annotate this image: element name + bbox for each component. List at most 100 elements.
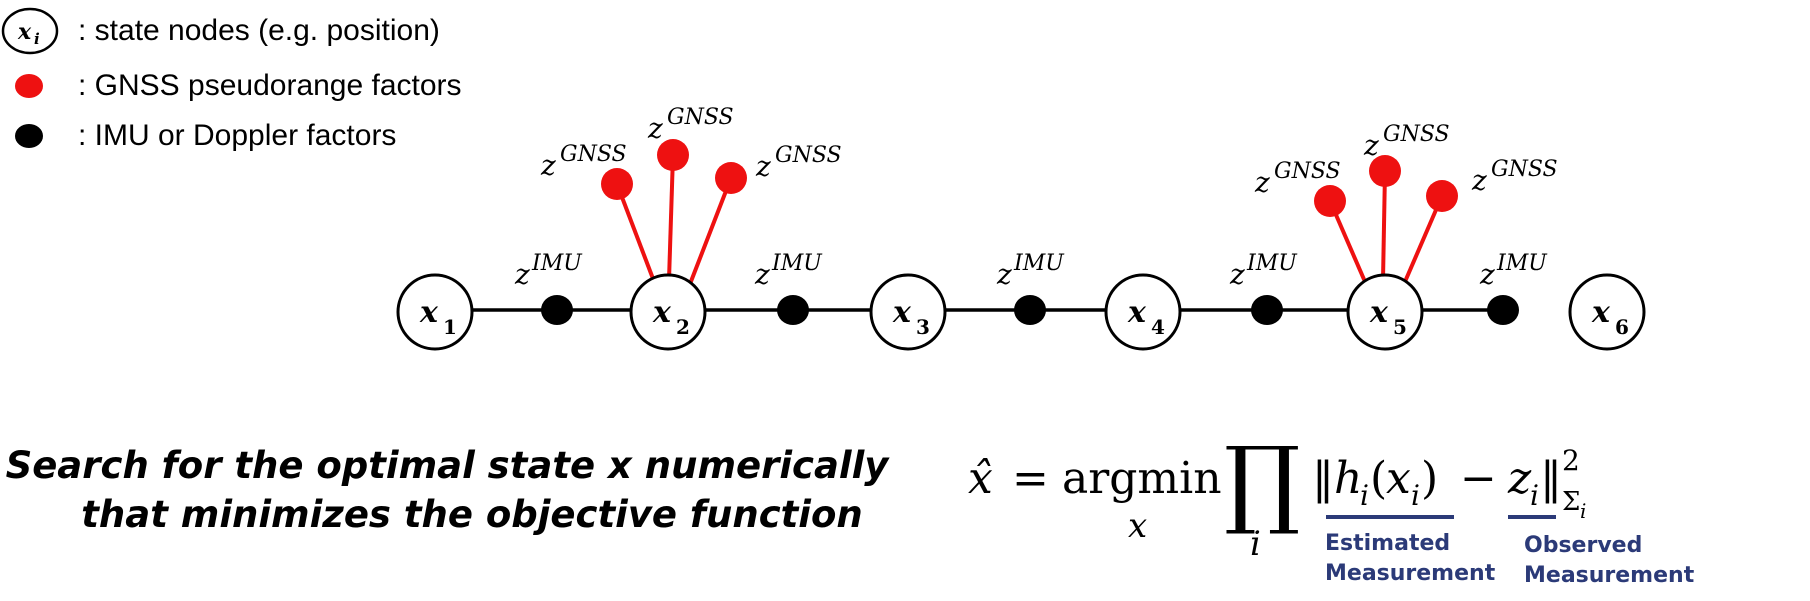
legend-gnss: : GNSS pseudorange factors [15, 69, 462, 102]
z-superscript: IMU [771, 251, 823, 276]
imu-label: z IMU [996, 251, 1065, 291]
gnss-factor-dot [657, 139, 689, 171]
eq-norm-close: ‖ [1540, 453, 1562, 504]
state-node-subscript: 2 [676, 315, 690, 339]
gnss-label: z GNSS [647, 105, 734, 145]
legend-state-text: : state nodes (e.g. position) [78, 14, 440, 47]
z-symbol: z [754, 258, 770, 291]
z-superscript: IMU [531, 251, 583, 276]
legend-imu-text: : IMU or Doppler factors [78, 119, 396, 152]
eq-x: x [1386, 453, 1411, 504]
state-node-subscript: 3 [916, 315, 930, 339]
state-node-circle [629, 273, 707, 351]
state-node-x6: x 6 [1568, 273, 1646, 351]
gnss-factor-dot [1314, 185, 1346, 217]
z-superscript: GNSS [1274, 159, 1341, 184]
state-node-symbol: x [1127, 295, 1147, 330]
imu-label: z IMU [1479, 251, 1548, 291]
z-symbol: z [1479, 258, 1495, 291]
z-symbol: z [996, 258, 1012, 291]
eq-argmin-sub: x [1128, 506, 1147, 546]
imu-factor-dot [541, 295, 573, 325]
objective-equation: x̂ = argmin x ∏ i ‖ h i ( x i ) − z i ‖ … [968, 426, 1695, 588]
eq-norm-open: ‖ [1312, 453, 1334, 504]
state-node-symbol: x [1591, 295, 1611, 330]
z-superscript: GNSS [560, 142, 627, 167]
state-node-x1: x 1 [396, 273, 474, 351]
state-node-circle [869, 273, 947, 351]
state-node-x2: x 2 [629, 273, 707, 351]
z-superscript: IMU [1246, 251, 1298, 276]
legend-imu-dot [15, 124, 43, 148]
gnss-label: z GNSS [1254, 159, 1341, 199]
eq-product: ∏ [1224, 426, 1300, 538]
gnss-factor-dot [1369, 155, 1401, 187]
eq-sigma-sub: Σ [1562, 487, 1580, 517]
imu-factor-dot [777, 295, 809, 325]
gnss-label: z GNSS [1471, 157, 1558, 197]
gnss-factor-dot [1426, 180, 1458, 212]
eq-h: h [1334, 453, 1362, 504]
estimated-label-line-2: Measurement [1325, 561, 1496, 586]
z-superscript: GNSS [775, 143, 842, 168]
imu-label: z IMU [514, 251, 583, 291]
imu-factor-dot [1251, 295, 1283, 325]
z-symbol: z [514, 258, 530, 291]
eq-xhat: x̂ [968, 453, 993, 504]
eq-z: z [1507, 453, 1532, 504]
imu-factor-dot [1487, 295, 1519, 325]
state-node-circle [396, 273, 474, 351]
state-node-symbol: x [892, 295, 912, 330]
z-symbol: z [1363, 129, 1379, 162]
state-node-x3: x 3 [869, 273, 947, 351]
state-node-symbol: x [652, 295, 672, 330]
eq-x-sub: i [1411, 479, 1420, 512]
gnss-edge [688, 177, 733, 285]
eq-argmin: argmin [1062, 453, 1222, 504]
z-superscript: GNSS [667, 105, 734, 130]
state-node-subscript: 4 [1151, 315, 1165, 339]
state-node-x5: x 5 [1346, 273, 1424, 351]
state-node-subscript: 1 [443, 315, 457, 339]
eq-sigma-sub-i: i [1580, 499, 1586, 523]
caption: Search for the optimal state x numerical… [6, 444, 891, 536]
gnss-edge [1381, 170, 1387, 281]
z-superscript: IMU [1013, 251, 1065, 276]
estimated-label-line-1: Estimated [1325, 531, 1450, 556]
eq-equals: = [1012, 453, 1049, 504]
gnss-factor-dot [715, 162, 747, 194]
legend-state-node: x i : state nodes (e.g. position) [1, 7, 440, 55]
caption-line-1: Search for the optimal state x numerical… [6, 444, 891, 487]
gnss-edge [615, 183, 657, 285]
z-symbol: z [1471, 164, 1487, 197]
eq-paren-close: ) [1421, 453, 1438, 504]
eq-power: 2 [1562, 444, 1580, 477]
z-superscript: IMU [1496, 251, 1548, 276]
state-node-subscript: 5 [1393, 315, 1407, 339]
imu-factor-dot [1014, 295, 1046, 325]
state-node-circle [1346, 273, 1424, 351]
gnss-label: z GNSS [1363, 122, 1450, 162]
z-symbol: z [540, 149, 556, 182]
gnss-label: z GNSS [755, 143, 842, 183]
eq-z-sub: i [1530, 479, 1539, 512]
observed-label-line-2: Measurement [1524, 563, 1695, 588]
z-symbol: z [647, 112, 663, 145]
gnss-edge [667, 154, 675, 281]
z-symbol: z [1229, 258, 1245, 291]
factor-graph: x 1 x 2 x 3 x 4 x 5 x 6 z [396, 105, 1646, 351]
z-superscript: GNSS [1491, 157, 1558, 182]
state-node-x4: x 4 [1104, 273, 1182, 351]
caption-line-2: that minimizes the objective function [81, 493, 863, 536]
legend-state-symbol: x [17, 19, 32, 45]
eq-paren-open: ( [1370, 453, 1387, 504]
legend-gnss-text: : GNSS pseudorange factors [78, 69, 462, 102]
gnss-label: z GNSS [540, 142, 627, 182]
imu-label: z IMU [1229, 251, 1298, 291]
gnss-factor-dot [601, 168, 633, 200]
legend-imu: : IMU or Doppler factors [15, 119, 396, 152]
state-node-subscript: 6 [1615, 315, 1629, 339]
z-symbol: z [755, 150, 771, 183]
